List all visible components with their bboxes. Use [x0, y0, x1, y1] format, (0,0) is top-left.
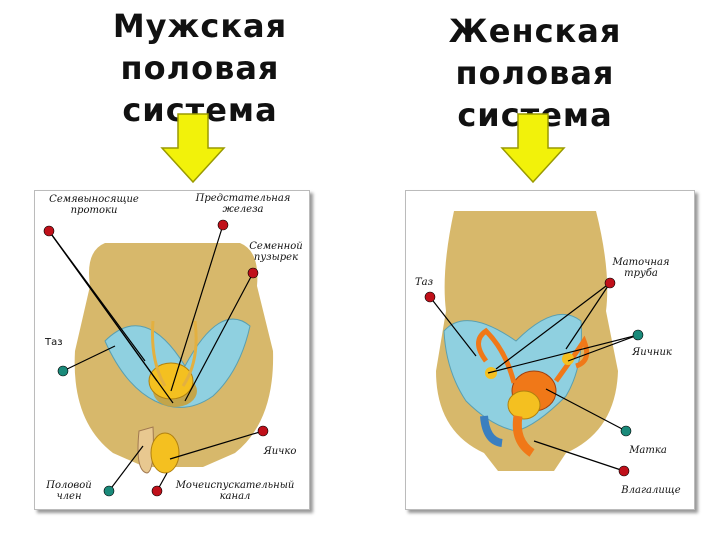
down-arrow-icon — [500, 113, 566, 184]
label-vas-deferens: Семявыносящие протоки — [49, 194, 139, 216]
label-vagina: Влагалище — [621, 485, 681, 496]
label-testis: Яичко — [263, 446, 297, 457]
female-anatomy-panel: Таз Маточная труба Яичник Матка Влагалищ… — [405, 190, 695, 510]
female-title-line-1: Женская — [448, 12, 622, 50]
male-title-line-2: половая — [120, 49, 280, 87]
label-ovary: Яичник — [632, 347, 672, 358]
label-urethra: Мочеиспускательный канал — [175, 480, 295, 502]
male-system-title: Мужская половая система — [95, 5, 305, 131]
male-anatomy-panel: Семявыносящие протоки Предстательная жел… — [34, 190, 310, 510]
label-seminal-vesicle: Семенной пузырек — [249, 241, 303, 263]
label-fallopian-tube: Маточная труба — [612, 257, 670, 279]
male-anatomy-illustration — [43, 219, 274, 497]
label-uterus: Матка — [629, 445, 667, 456]
female-anatomy-illustration — [424, 211, 644, 477]
label-penis: Половой член — [46, 480, 92, 502]
male-title-line-1: Мужская — [112, 7, 288, 45]
label-pelvis-male: Таз — [45, 337, 63, 348]
female-title-line-2: половая — [455, 54, 615, 92]
label-pelvis-female: Таз — [414, 277, 434, 288]
label-prostate: Предстательная железа — [195, 193, 291, 215]
down-arrow-icon — [160, 113, 226, 184]
